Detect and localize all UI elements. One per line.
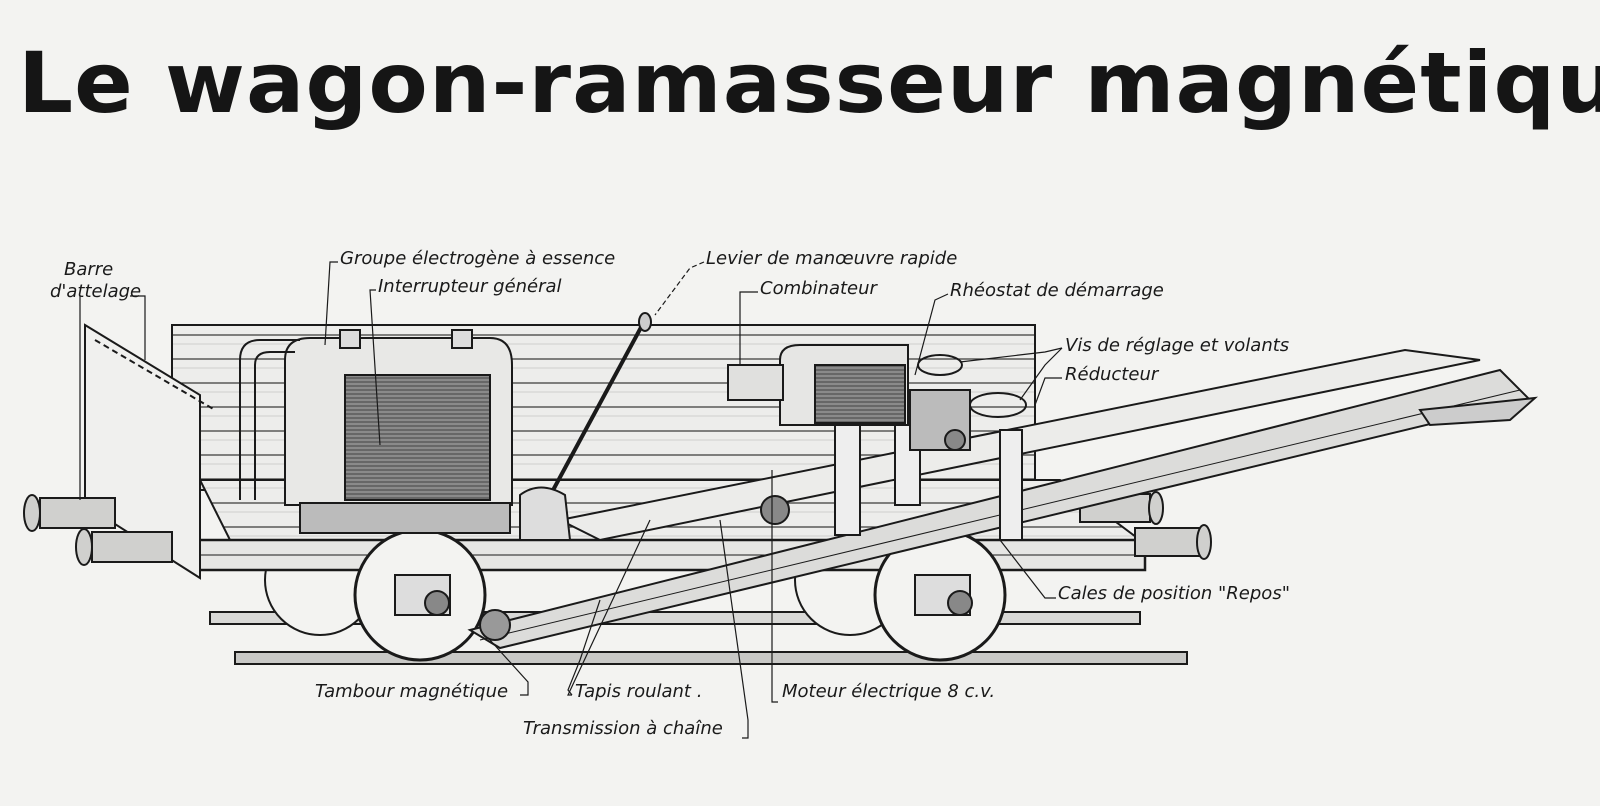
label-barre: Barre xyxy=(64,259,114,280)
label-groupe-electrogene: Groupe électrogène à essence xyxy=(340,248,616,269)
magnetic-drum xyxy=(479,609,511,641)
label-cales: Cales de position "Repos" xyxy=(1058,583,1290,604)
label-rheostat: Rhéostat de démarrage xyxy=(950,280,1164,301)
label-combinateur: Combinateur xyxy=(760,278,877,299)
label-attelage: d'attelage xyxy=(50,281,142,302)
label-levier: Levier de manœuvre rapide xyxy=(706,248,958,269)
handwheels xyxy=(760,354,1027,525)
label-moteur: Moteur électrique 8 c.v. xyxy=(782,681,996,702)
leader-lines xyxy=(79,261,1063,739)
label-interrupteur: Interrupteur général xyxy=(378,276,562,297)
diagram-title: Le wagon-ramasseur magnétique xyxy=(18,34,1600,132)
label-vis-reglage: Vis de réglage et volants xyxy=(1065,335,1290,356)
lever xyxy=(543,319,647,506)
wheel xyxy=(873,528,1007,662)
label-transmission: Transmission à chaîne xyxy=(523,718,723,739)
label-tambour: Tambour magnétique xyxy=(315,681,509,702)
wheel xyxy=(353,528,487,662)
buffers xyxy=(23,491,1212,566)
label-reducteur: Réducteur xyxy=(1065,364,1159,385)
label-tapis: Tapis roulant . xyxy=(575,681,703,702)
generator xyxy=(239,329,513,534)
combinator xyxy=(727,344,1023,541)
